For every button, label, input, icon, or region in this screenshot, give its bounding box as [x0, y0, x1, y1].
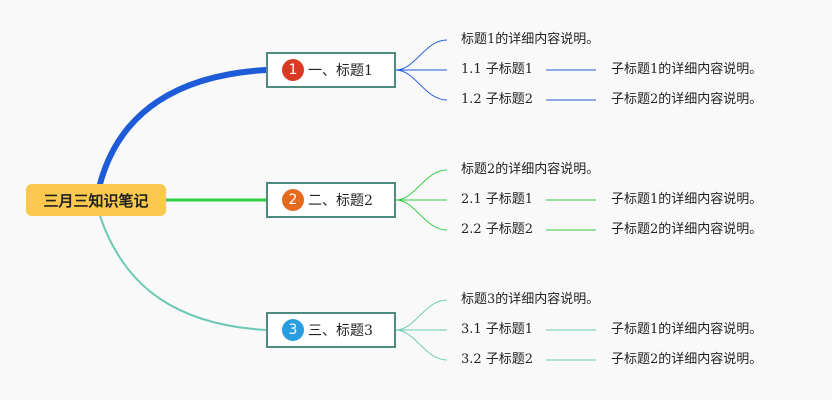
root-branch1-connector	[97, 67, 269, 187]
branch2-subtopic2-connector	[395, 199, 448, 231]
number-badge-icon: 2	[282, 189, 304, 211]
branch-title: 一、标题1	[308, 63, 373, 79]
branch-description[interactable]: 标题2的详细内容说明。	[461, 162, 600, 177]
branch-topic-2[interactable]: 2 二、标题2	[266, 182, 396, 218]
branch-title: 三、标题3	[308, 323, 373, 339]
subtopic-detail[interactable]: 子标题2的详细内容说明。	[611, 222, 763, 237]
branch1-subtopic2-connector	[395, 69, 448, 101]
subtopic-title[interactable]: 3.1 子标题1	[461, 322, 534, 337]
root-branch3-connector	[99, 215, 267, 331]
branch-title: 二、标题2	[308, 193, 373, 209]
branch3-subtopic2-connector	[395, 329, 448, 361]
subtopic-title[interactable]: 2.2 子标题2	[461, 222, 534, 237]
branch-description[interactable]: 标题3的详细内容说明。	[461, 292, 600, 307]
branch-topic-3[interactable]: 3 三、标题3	[266, 312, 396, 348]
root-topic[interactable]: 三月三知识笔记	[26, 184, 166, 216]
subtopic-detail[interactable]: 子标题1的详细内容说明。	[611, 192, 763, 207]
subtopic-detail[interactable]: 子标题2的详细内容说明。	[611, 352, 763, 367]
branch-topic-1[interactable]: 1 一、标题1	[266, 52, 396, 88]
branch-description[interactable]: 标题1的详细内容说明。	[461, 32, 600, 47]
subtopic-detail[interactable]: 子标题1的详细内容说明。	[611, 322, 763, 337]
number-badge-icon: 1	[282, 59, 304, 81]
subtopic-detail[interactable]: 子标题2的详细内容说明。	[611, 92, 763, 107]
subtopic-title[interactable]: 3.2 子标题2	[461, 352, 534, 367]
number-badge-icon: 3	[282, 319, 304, 341]
branch1-description-connector	[395, 39, 448, 71]
subtopic-title[interactable]: 1.2 子标题2	[461, 92, 534, 107]
subtopic-detail[interactable]: 子标题1的详细内容说明。	[611, 62, 763, 77]
subtopic-title[interactable]: 1.1 子标题1	[461, 62, 534, 77]
branch3-description-connector	[395, 299, 448, 331]
branch2-description-connector	[395, 169, 448, 201]
subtopic-title[interactable]: 2.1 子标题1	[461, 192, 534, 207]
